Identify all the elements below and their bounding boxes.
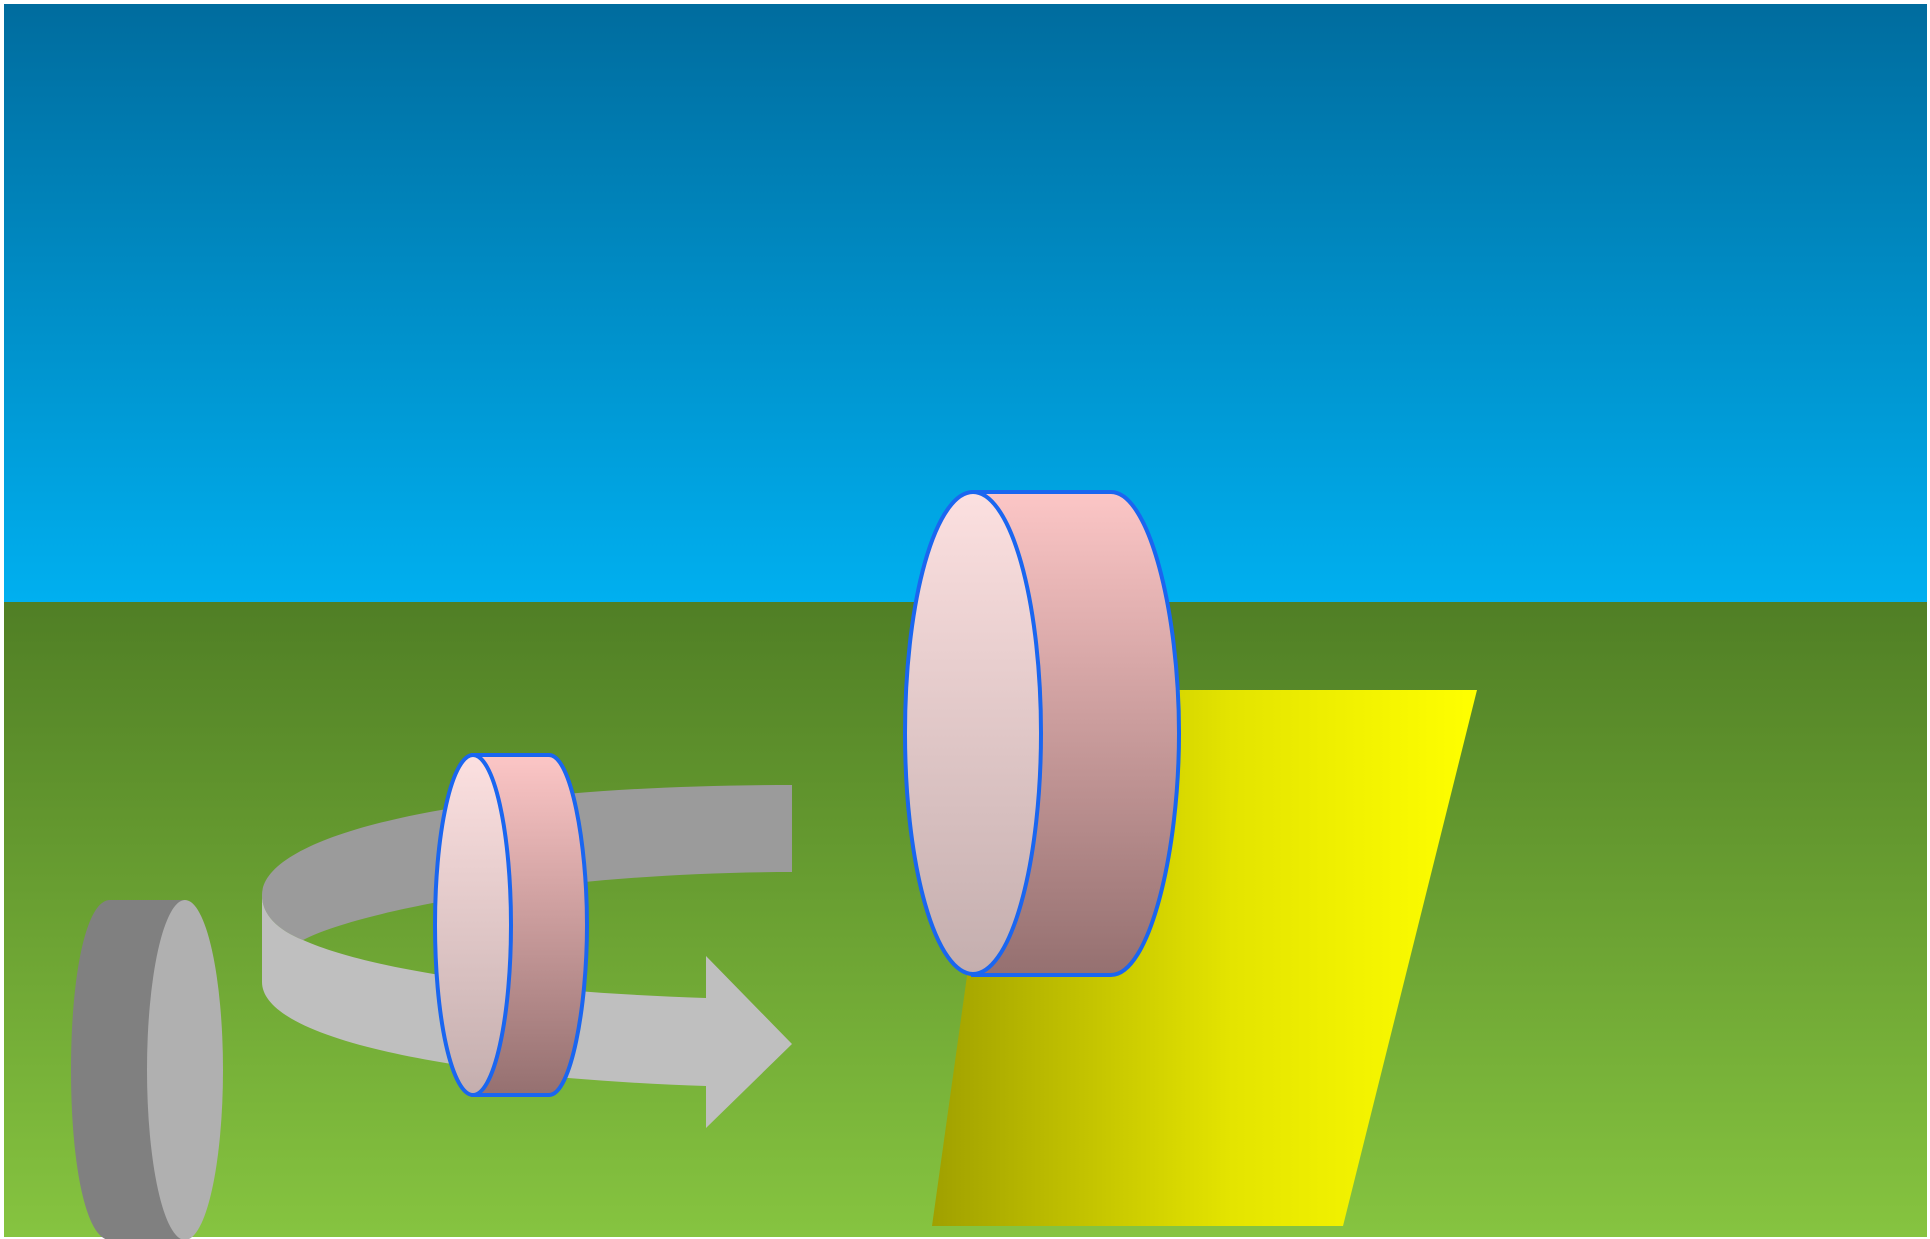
large-disk-face [903, 490, 1043, 976]
large-disk [903, 490, 1182, 977]
small-disk-face [433, 753, 513, 1097]
ghost-disk [71, 900, 223, 1239]
ghost-disk-face [147, 900, 223, 1239]
small-disk [433, 753, 590, 1097]
